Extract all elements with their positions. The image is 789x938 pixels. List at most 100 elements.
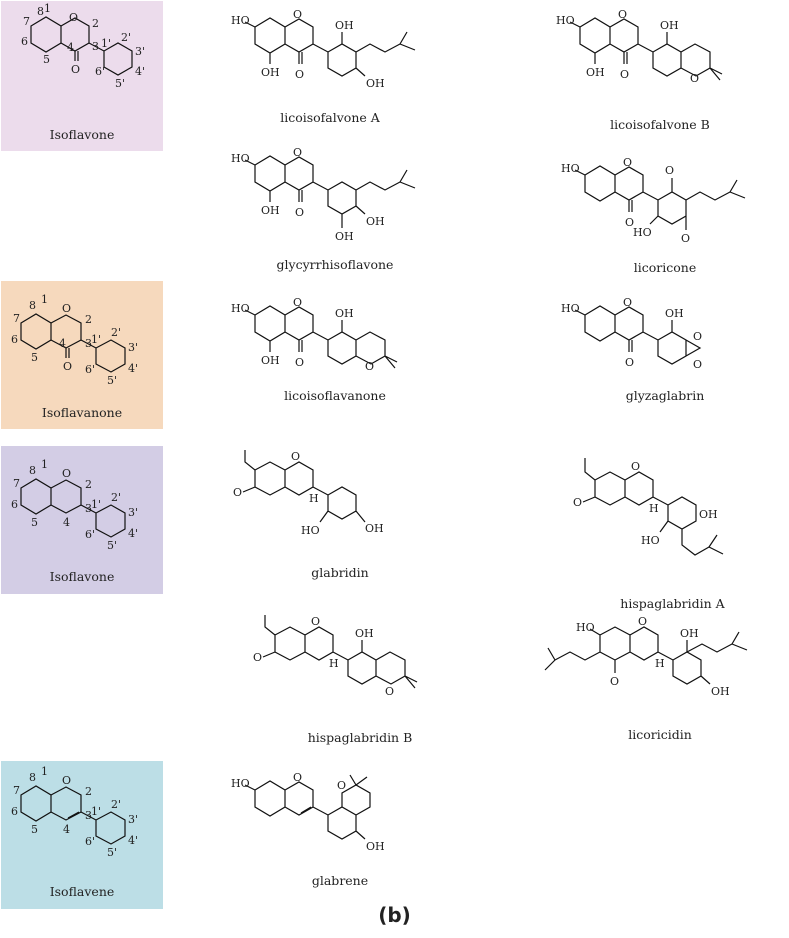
- svg-text:3: 3: [85, 337, 92, 350]
- glabridin-structure: O O H HO OH: [233, 448, 384, 537]
- class-label-isoflavanone: Isoflavanone: [41, 405, 123, 420]
- isoflavan-skeleton: O 1 2 3 4 7 8 6 5 2' 3' 4' 5' 6' 1': [11, 458, 138, 552]
- svg-text:8: 8: [37, 5, 44, 18]
- svg-text:7: 7: [23, 15, 30, 28]
- svg-text:O: O: [293, 771, 302, 784]
- compound-glyzaglabrin: HO O O OH O O glyzaglabrin: [555, 290, 775, 420]
- svg-text:3: 3: [92, 40, 99, 53]
- svg-text:2': 2': [121, 31, 131, 44]
- svg-text:6': 6': [85, 835, 95, 848]
- svg-text:2': 2': [111, 491, 121, 504]
- svg-text:6: 6: [11, 805, 18, 818]
- compound-name: glabrene: [311, 873, 369, 888]
- svg-text:HO: HO: [231, 14, 250, 27]
- svg-text:4': 4': [128, 362, 138, 375]
- svg-text:6': 6': [95, 65, 105, 78]
- svg-text:6': 6': [85, 363, 95, 376]
- svg-text:3': 3': [135, 45, 145, 58]
- figure-caption: (b): [378, 903, 411, 927]
- svg-text:1: 1: [41, 293, 48, 306]
- svg-text:OH: OH: [366, 840, 385, 853]
- svg-text:H: H: [329, 657, 339, 670]
- svg-text:O: O: [295, 356, 304, 369]
- class-box-isoflavan: O 1 2 3 4 7 8 6 5 2' 3' 4' 5' 6' 1' Isof…: [1, 446, 163, 594]
- svg-text:OH: OH: [586, 66, 605, 79]
- svg-text:6': 6': [85, 528, 95, 541]
- svg-text:1': 1': [91, 333, 101, 346]
- class-label-isoflavene: Isoflavene: [49, 884, 115, 899]
- svg-text:1: 1: [44, 2, 51, 15]
- svg-text:2: 2: [85, 785, 92, 798]
- svg-text:O: O: [681, 232, 690, 245]
- svg-text:OH: OH: [335, 307, 354, 320]
- licoisofalvone-a-structure: HO O O OH OH OH: [231, 8, 416, 90]
- svg-text:6: 6: [11, 498, 18, 511]
- svg-text:2: 2: [85, 313, 92, 326]
- compound-hispaglabridin-a: O O H HO OH hispaglabridin A: [565, 450, 780, 611]
- svg-text:2: 2: [85, 478, 92, 491]
- svg-text:HO: HO: [231, 302, 250, 315]
- svg-text:O: O: [625, 216, 634, 229]
- compound-name: glyzaglabrin: [625, 388, 705, 403]
- compound-name: hispaglabridin B: [307, 730, 413, 745]
- svg-text:HO: HO: [576, 621, 595, 634]
- hispaglabridin-a-structure: O O H HO OH: [573, 458, 724, 556]
- compound-licoricone: HO O O O HO O licoricone: [555, 150, 775, 275]
- svg-text:HO: HO: [633, 226, 652, 239]
- svg-text:5: 5: [43, 53, 50, 66]
- svg-text:8: 8: [29, 771, 36, 784]
- class-box-isoflavene: O 1 2 3 4 7 8 6 5 2' 3' 4' 5' 6' 1' Isof…: [1, 761, 163, 909]
- svg-text:OH: OH: [366, 77, 385, 90]
- svg-text:H: H: [649, 502, 659, 515]
- svg-text:OH: OH: [335, 19, 354, 32]
- svg-text:O: O: [63, 360, 72, 373]
- svg-text:8: 8: [29, 299, 36, 312]
- svg-text:OH: OH: [261, 354, 280, 367]
- licoricidin-structure: HO O O H OH OH: [544, 615, 748, 698]
- svg-text:O: O: [293, 146, 302, 159]
- svg-text:O: O: [69, 11, 78, 24]
- svg-text:1': 1': [101, 37, 111, 50]
- svg-text:1': 1': [91, 498, 101, 511]
- compound-licoricidin: HO O O H OH OH licoricidin: [540, 615, 780, 745]
- svg-text:4': 4': [128, 527, 138, 540]
- svg-text:O: O: [293, 296, 302, 309]
- svg-text:HO: HO: [556, 14, 575, 27]
- svg-text:O: O: [631, 460, 640, 473]
- compound-licoisoflavanone: HO O O OH OH O licoisoflavanone: [225, 290, 445, 420]
- svg-text:4: 4: [67, 41, 74, 54]
- svg-text:OH: OH: [711, 685, 730, 698]
- svg-text:O: O: [62, 467, 71, 480]
- svg-text:4': 4': [128, 834, 138, 847]
- svg-text:3: 3: [85, 502, 92, 515]
- compound-name: licoricidin: [628, 727, 692, 742]
- svg-text:3': 3': [128, 341, 138, 354]
- svg-text:O: O: [665, 164, 674, 177]
- compound-name: licoisofalvone A: [280, 110, 380, 125]
- hispaglabridin-b-structure: O O H OH O: [253, 613, 418, 698]
- glycyrrhisoflavone-structure: HO O O OH OH OH: [231, 146, 416, 243]
- svg-text:H: H: [309, 492, 319, 505]
- class-label-isoflavan: Isoflavone: [49, 569, 115, 584]
- svg-text:OH: OH: [261, 66, 280, 79]
- svg-text:1: 1: [41, 765, 48, 778]
- svg-text:HO: HO: [561, 302, 580, 315]
- svg-text:OH: OH: [660, 19, 679, 32]
- svg-text:O: O: [623, 156, 632, 169]
- svg-text:3: 3: [85, 809, 92, 822]
- svg-text:O: O: [291, 450, 300, 463]
- compound-licoisofalvone-a: HO O O OH OH OH licoisofalvone A: [225, 2, 435, 127]
- svg-text:O: O: [385, 685, 394, 698]
- svg-text:HO: HO: [641, 534, 660, 547]
- svg-text:H: H: [655, 657, 665, 670]
- svg-text:O: O: [295, 206, 304, 219]
- svg-text:O: O: [693, 358, 702, 371]
- svg-text:5': 5': [115, 77, 125, 90]
- glyzaglabrin-structure: HO O O OH O O: [561, 296, 702, 371]
- svg-text:1': 1': [91, 805, 101, 818]
- svg-text:HO: HO: [561, 162, 580, 175]
- compound-glycyrrhisoflavone: HO O O OH OH OH glycyrrhisoflavone: [225, 140, 445, 272]
- svg-text:5': 5': [107, 539, 117, 552]
- svg-text:O: O: [610, 675, 619, 688]
- licoisoflavanone-structure: HO O O OH OH O: [231, 296, 398, 373]
